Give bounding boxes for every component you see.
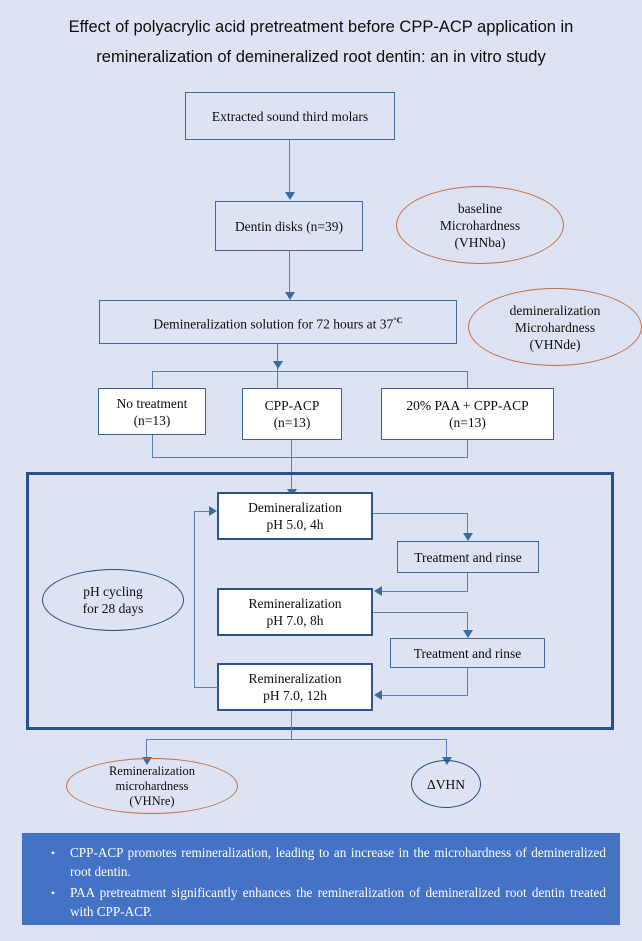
connector-remin8-to-rinse2-drop xyxy=(467,612,469,635)
box-treatment-rinse-2: Treatment and rinse xyxy=(390,638,545,668)
conclusions-panel: • CPP-ACP promotes remineralization, lea… xyxy=(22,833,620,925)
connector-rinse1-down xyxy=(467,573,469,591)
connector-groups-merge-bus xyxy=(152,457,468,459)
connector-rinse2-down xyxy=(467,668,469,695)
temperature-superscript: °C xyxy=(393,315,403,325)
connector-outcome-left-drop xyxy=(146,739,148,761)
conclusion-item: • PAA pretreatment significantly enhance… xyxy=(36,884,606,921)
box-extracted-molars-label: Extracted sound third molars xyxy=(211,108,369,124)
arrowhead-remin8-in xyxy=(374,586,382,596)
box-demineralization-solution: Demineralization solution for 72 hours a… xyxy=(99,300,457,344)
box-extracted-molars: Extracted sound third molars xyxy=(185,92,395,140)
arrowhead-molars-disks xyxy=(285,192,295,200)
callout-baseline-microhardness: baseline Microhardness (VHNba) xyxy=(396,186,564,264)
callout-demineralization-microhardness: demineralization Microhardness (VHNde) xyxy=(468,288,642,366)
connector-remin8-to-rinse2 xyxy=(373,612,468,614)
box-group-cpp-acp: CPP-ACP (n=13) xyxy=(242,388,342,440)
conclusion-item: • CPP-ACP promotes remineralization, lea… xyxy=(36,844,606,881)
connector-group3-out xyxy=(467,440,469,457)
bullet-icon: • xyxy=(50,886,56,900)
connector-outcome-right-drop xyxy=(446,739,448,761)
arrowhead-loop-into-demin xyxy=(209,506,217,516)
box-cycle-remineralization-8h: Remineralization pH 7.0, 8h xyxy=(217,588,373,636)
callout-ph-cycling: pH cycling for 28 days xyxy=(42,569,184,631)
connector-outcomes-bus xyxy=(146,739,447,741)
connector-loop-bottom xyxy=(194,687,218,689)
cycle-demin-label: Demineralization pH 5.0, 4h xyxy=(248,500,342,532)
connector-group2-out xyxy=(291,440,293,457)
connector-groups-bus xyxy=(152,371,468,373)
connector-group3-drop xyxy=(467,371,469,389)
connector-demin-to-rinse1 xyxy=(373,513,468,515)
rinse1-label: Treatment and rinse xyxy=(414,549,522,565)
box-cycle-demineralization: Demineralization pH 5.0, 4h xyxy=(217,492,373,540)
connector-disks-deminsolution xyxy=(289,251,291,297)
group-no-treatment-line1: No treatment xyxy=(116,395,188,411)
conclusion-text: PAA pretreatment significantly enhances … xyxy=(70,885,606,919)
group-cpp-acp-line2: (n=13) xyxy=(273,415,311,430)
ph-cycling-container xyxy=(26,472,614,730)
cycle-remin12-label: Remineralization pH 7.0, 12h xyxy=(248,671,342,703)
box-dentin-disks: Dentin disks (n=39) xyxy=(215,201,363,251)
connector-rinse2-to-remin12 xyxy=(382,695,468,697)
box-group-no-treatment: No treatment (n=13) xyxy=(98,388,206,435)
rinse2-label: Treatment and rinse xyxy=(413,645,522,661)
connector-loop-riser xyxy=(194,511,196,688)
connector-demin-to-rinse1-drop xyxy=(467,513,469,536)
arrowhead-rinse2 xyxy=(463,630,473,638)
connector-cycle-out-stem xyxy=(291,711,293,739)
connector-molars-disks xyxy=(289,140,291,195)
box-cycle-remineralization-12h: Remineralization pH 7.0, 12h xyxy=(217,663,373,711)
group-paa-line2: (n=13) xyxy=(449,415,486,430)
conclusion-text: CPP-ACP promotes remineralization, leadi… xyxy=(70,845,606,879)
box-treatment-rinse-1: Treatment and rinse xyxy=(397,541,539,573)
connector-rinse1-to-remin8 xyxy=(382,591,468,593)
arrowhead-disks-deminsolution xyxy=(285,292,295,300)
callout-remineralization-microhardness: Remineralization microhardness (VHNre) xyxy=(66,758,238,814)
connector-loop-top xyxy=(194,511,210,513)
arrowhead-demin-split xyxy=(273,361,283,369)
box-dentin-disks-label: Dentin disks (n=39) xyxy=(234,218,344,234)
connector-into-cycle xyxy=(291,457,293,493)
callout-delta-vhn: ΔVHN xyxy=(411,760,481,808)
box-demineralization-solution-label: Demineralization solution for 72 hours a… xyxy=(153,315,403,332)
connector-group1-out xyxy=(152,435,154,457)
connector-group1-drop xyxy=(152,371,154,389)
page-title: Effect of polyacrylic acid pretreatment … xyxy=(68,18,574,66)
connector-demin-split-stem xyxy=(277,344,279,394)
group-cpp-acp-line1: CPP-ACP xyxy=(264,398,320,413)
cycle-remin8-label: Remineralization pH 7.0, 8h xyxy=(248,596,342,628)
bullet-icon: • xyxy=(50,846,56,860)
group-paa-line1: 20% PAA + CPP-ACP xyxy=(406,398,529,413)
arrowhead-rinse1 xyxy=(463,533,473,541)
group-no-treatment-line2: (n=13) xyxy=(133,412,171,428)
box-group-paa-cpp-acp: 20% PAA + CPP-ACP (n=13) xyxy=(381,388,554,440)
arrowhead-remin12-in xyxy=(374,690,382,700)
